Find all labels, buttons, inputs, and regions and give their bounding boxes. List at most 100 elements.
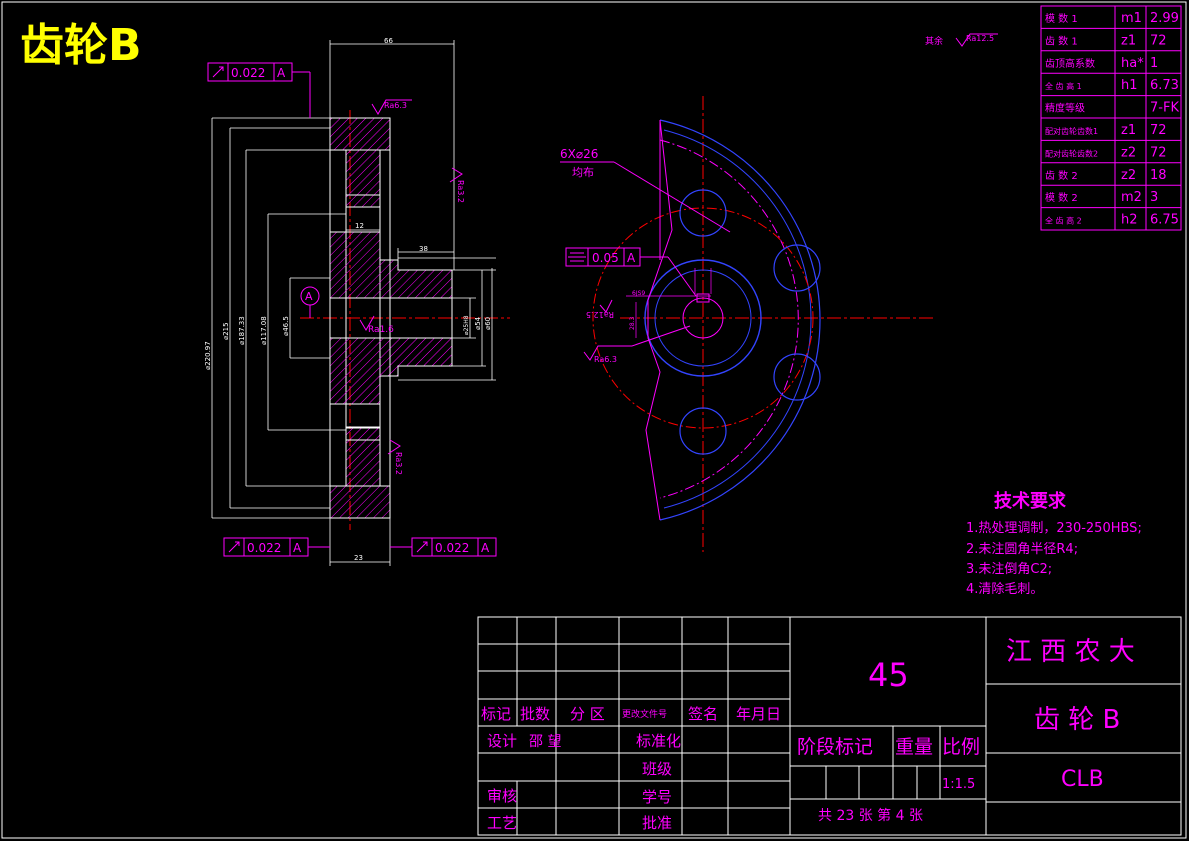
tech-item: 1.热处理调制，230-250HBS; bbox=[966, 521, 1142, 536]
param-name: 齿顶高系数 bbox=[1045, 57, 1095, 70]
hub-bottom bbox=[329, 337, 453, 405]
drawing-title: 齿轮B bbox=[20, 20, 142, 71]
param-name: 配对齿轮齿数1 bbox=[1045, 126, 1098, 136]
ra-bore: Ra1.6 bbox=[368, 325, 394, 335]
tech-item: 4.清除毛刺。 bbox=[966, 582, 1043, 597]
dia-4: ⌀117.08 bbox=[260, 316, 268, 345]
symmetry-icon bbox=[568, 252, 586, 262]
surface-finish-label: 其余 bbox=[925, 35, 943, 47]
svg-text:批准: 批准 bbox=[642, 814, 672, 832]
param-symbol: ha* bbox=[1121, 56, 1144, 71]
runout-arrow-icon bbox=[416, 541, 428, 553]
svg-text:0.022: 0.022 bbox=[247, 541, 281, 555]
svg-text:审核: 审核 bbox=[487, 787, 517, 805]
svg-text:标准化: 标准化 bbox=[636, 732, 681, 750]
svg-text:A: A bbox=[481, 541, 490, 555]
param-name: 模 数 2 bbox=[1045, 191, 1078, 204]
runout-top: 0.022 A bbox=[207, 62, 311, 118]
param-name: 全 齿 高 2 bbox=[1045, 216, 1082, 226]
ra-front-bore: Ra6.3 bbox=[594, 355, 617, 364]
param-value: 2.99 bbox=[1150, 11, 1179, 26]
svg-text:更改文件号: 更改文件号 bbox=[622, 708, 667, 720]
svg-text:0.022: 0.022 bbox=[435, 541, 469, 555]
svg-text:学号: 学号 bbox=[642, 788, 672, 806]
material: 45 bbox=[868, 656, 909, 694]
param-value: 6.73 bbox=[1150, 78, 1179, 93]
svg-text:共 23 张 第 4 张: 共 23 张 第 4 张 bbox=[818, 807, 923, 824]
svg-text:班级: 班级 bbox=[642, 760, 672, 778]
roughness-symbol-icon bbox=[599, 299, 613, 313]
hub-outer bbox=[644, 259, 762, 377]
param-symbol: m2 bbox=[1121, 190, 1142, 205]
param-symbol: z1 bbox=[1121, 33, 1136, 48]
param-value: 72 bbox=[1150, 33, 1167, 48]
dim-web: 12 bbox=[355, 222, 364, 230]
tech-title: 技术要求 bbox=[994, 490, 1067, 512]
roughness-symbol-icon bbox=[955, 33, 998, 47]
svg-text:A: A bbox=[293, 541, 302, 555]
lightening-hole bbox=[679, 189, 727, 237]
dim-bottom: 23 bbox=[354, 554, 363, 562]
symmetry-tolerance: 0.05 A bbox=[565, 247, 697, 297]
ra-right-1: Ra3.2 bbox=[456, 180, 465, 203]
svg-text:工艺: 工艺 bbox=[487, 814, 517, 832]
bore-circle bbox=[682, 297, 724, 339]
svg-text:年月日: 年月日 bbox=[736, 705, 781, 723]
pitch-circle bbox=[659, 139, 799, 499]
roughness-symbol-icon bbox=[449, 167, 463, 183]
param-symbol: z1 bbox=[1121, 123, 1136, 138]
svg-text:0.022: 0.022 bbox=[231, 66, 265, 80]
svg-text:阶段标记: 阶段标记 bbox=[797, 736, 873, 758]
holes-note: 均布 bbox=[572, 166, 594, 179]
rim-bottom bbox=[329, 439, 391, 519]
param-value: 72 bbox=[1150, 123, 1167, 138]
param-name: 精度等级 bbox=[1045, 102, 1085, 115]
keyway-depth: 28.3 bbox=[629, 316, 636, 330]
param-name: 配对齿轮齿数2 bbox=[1045, 148, 1098, 158]
dia-2: ⌀215 bbox=[222, 322, 230, 340]
hub-top bbox=[329, 231, 453, 299]
svg-text:重量: 重量 bbox=[895, 736, 933, 758]
title-block-text: 标记 批数 分 区 更改文件号 签名 年月日 设计 邵 望 标准化 班级 审核 … bbox=[481, 637, 1135, 832]
tech-item: 3.未注倒角C2; bbox=[966, 562, 1052, 577]
param-value: 6.75 bbox=[1150, 213, 1179, 228]
dim-width: 66 bbox=[384, 37, 393, 45]
dia-8: ⌀60 bbox=[484, 317, 492, 330]
runout-bottom-right: 0.022 A bbox=[390, 537, 497, 557]
param-symbol: z2 bbox=[1121, 168, 1136, 183]
tech-item: 2.未注圆角半径R4; bbox=[966, 542, 1078, 557]
rim-top bbox=[329, 117, 391, 196]
school-name: 江 西 农 大 bbox=[1006, 637, 1135, 667]
holes-label: 6X⌀26 bbox=[560, 147, 598, 161]
surface-finish-note: 其余 Ra12.5 bbox=[925, 33, 998, 47]
runout-arrow-icon bbox=[212, 66, 224, 78]
runout-bottom-left: 0.022 A bbox=[223, 537, 330, 557]
param-value: 18 bbox=[1150, 168, 1167, 183]
part-name: 齿 轮 B bbox=[1034, 705, 1120, 735]
addendum-circle bbox=[659, 119, 821, 521]
keyway bbox=[696, 293, 710, 303]
tech-requirements: 技术要求 1.热处理调制，230-250HBS; 2.未注圆角半径R4; 3.未… bbox=[966, 490, 1142, 597]
dia-5: ⌀46.5 bbox=[282, 316, 290, 336]
keyway-ra: Ra12.5 bbox=[586, 310, 614, 319]
lightening-hole bbox=[679, 407, 727, 455]
param-name: 全 齿 高 1 bbox=[1045, 81, 1082, 91]
roughness-symbol-icon bbox=[387, 439, 401, 455]
param-symbol: m1 bbox=[1121, 11, 1142, 26]
break-line bbox=[645, 119, 673, 521]
svg-text:批数: 批数 bbox=[520, 705, 550, 723]
runout-arrow-icon bbox=[228, 541, 240, 553]
param-name: 模 数 1 bbox=[1045, 12, 1078, 25]
section-view: 66 38 12 23 ⌀220.97 ⌀215 ⌀187.33 ⌀117.08… bbox=[204, 37, 510, 566]
part-code: CLB bbox=[1061, 767, 1104, 792]
param-value: 7-FK bbox=[1150, 101, 1179, 116]
svg-text:A: A bbox=[627, 251, 636, 265]
param-value: 3 bbox=[1150, 190, 1158, 205]
roughness-symbol-icon bbox=[371, 99, 412, 115]
datum-a-label: A bbox=[305, 290, 313, 303]
param-value: 72 bbox=[1150, 145, 1167, 160]
title-block bbox=[477, 616, 1182, 836]
